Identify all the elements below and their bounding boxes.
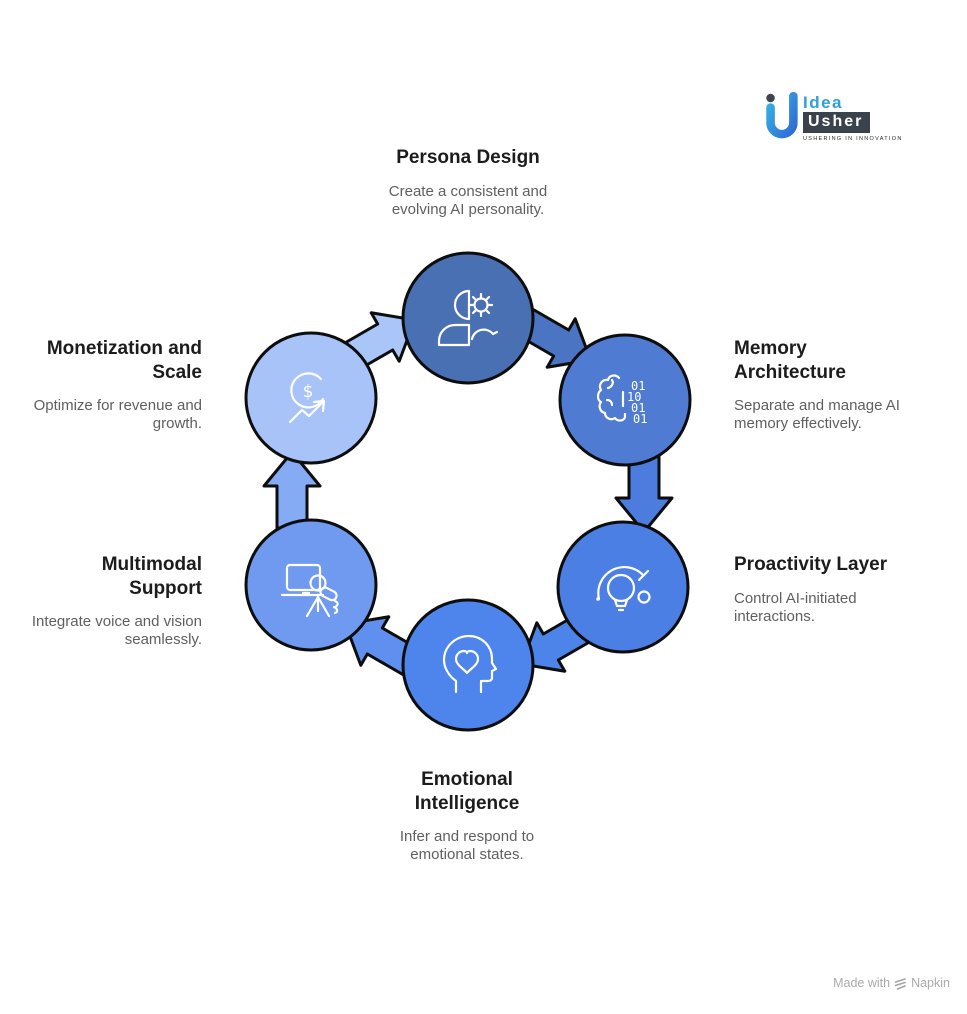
head-profile-path — [442, 634, 498, 694]
mic-cable-squiggle — [332, 599, 339, 615]
laptop-screen-rect — [285, 563, 322, 592]
laptop-mic-icon — [280, 563, 339, 618]
binary-line-1: 01 — [631, 379, 645, 393]
emotional-intelligence-title: Emotional Intelligence — [414, 769, 520, 814]
mic-body-capsule — [319, 586, 338, 602]
node-proactivity-layer — [556, 520, 690, 654]
brain-binary-icon: 01 10 01 01 — [596, 374, 647, 426]
memory-architecture-description: Separate and manage AI memory effectivel… — [734, 397, 900, 432]
label-memory-architecture: Memory Architecture Separate and manage … — [734, 337, 944, 433]
multimodal-support-title: Multimodal Support — [101, 554, 202, 599]
bulb-base-path — [613, 598, 629, 612]
persona-design-title: Persona Design — [396, 147, 540, 168]
logo-text-idea: Idea — [803, 93, 844, 112]
orbit-arc-path — [597, 565, 645, 601]
dollar-growth-icon: $ — [288, 372, 326, 424]
proactivity-layer-title: Proactivity Layer — [734, 554, 888, 575]
node-memory-architecture — [558, 333, 692, 467]
dollar-circle-arc — [290, 372, 325, 409]
persona-head-path — [453, 289, 471, 321]
idea-usher-logo-mark-icon — [766, 91, 798, 139]
persona-gear-arc — [470, 328, 499, 341]
proactivity-layer-description: Control AI-initiated interactions. — [734, 589, 857, 625]
binary-digits: 01 10 01 01 — [627, 379, 647, 426]
persona-body-path — [437, 323, 471, 347]
laptop-base-path — [280, 591, 325, 597]
label-persona-design: Persona Design Create a consistent and e… — [318, 146, 618, 219]
growth-zigzag-line — [288, 400, 325, 424]
node-emotional-intelligence — [401, 598, 535, 732]
emotional-intelligence-description: Infer and respond to emotional states. — [399, 828, 535, 863]
orbit-dot — [596, 597, 600, 601]
persona-gear-icon — [437, 289, 499, 347]
logo-dot — [766, 93, 775, 103]
bulb-circle — [606, 573, 636, 603]
credit-made-with-text: Made with — [833, 976, 891, 990]
head-heart-icon — [442, 634, 498, 694]
label-monetization-and-scale: Monetization and Scale Optimize for reve… — [0, 337, 202, 433]
label-multimodal-support: Multimodal Support Integrate voice and v… — [0, 553, 202, 649]
logo-tagline: USHERING IN INNOVATION — [803, 136, 903, 142]
persona-design-description: Create a consistent and evolving AI pers… — [388, 182, 548, 218]
brain-detail-path — [605, 378, 614, 407]
credit-brand-text: Napkin — [911, 976, 950, 990]
logo-u-shape — [766, 91, 798, 139]
logo-text-usher: Usher — [803, 112, 871, 133]
monetization-and-scale-description: Optimize for revenue and growth. — [33, 397, 202, 432]
lightbulb-orbit-icon — [596, 565, 651, 612]
napkin-credit-link[interactable]: Made with Napkin — [833, 976, 950, 990]
dollar-sign-text: $ — [303, 382, 314, 402]
binary-line-4: 01 — [633, 412, 647, 426]
node-monetization-and-scale — [244, 331, 378, 465]
growth-arrowhead — [312, 399, 326, 413]
persona-gear-teeth — [468, 292, 494, 318]
napkin-logo-icon — [894, 977, 906, 990]
brain-outline-path — [596, 374, 627, 422]
binary-line-2: 10 — [627, 390, 641, 404]
label-emotional-intelligence: Emotional Intelligence Infer and respond… — [327, 768, 607, 864]
multimodal-support-description: Integrate voice and vision seamlessly. — [31, 613, 202, 648]
mic-tripod-lines — [305, 595, 331, 618]
memory-architecture-title: Memory Architecture — [734, 338, 846, 383]
monetization-and-scale-title: Monetization and Scale — [46, 338, 202, 383]
heart-path — [454, 649, 480, 675]
orbit-tick-line — [637, 569, 650, 582]
idea-usher-logo: Idea Usher USHERING IN INNOVATION — [762, 90, 903, 144]
binary-line-3: 01 — [631, 401, 645, 415]
cycle-arrows — [262, 307, 674, 677]
orbit-small-circle — [637, 590, 651, 604]
label-proactivity-layer: Proactivity Layer Control AI-initiated i… — [734, 553, 944, 626]
mic-head-circle — [309, 574, 327, 592]
